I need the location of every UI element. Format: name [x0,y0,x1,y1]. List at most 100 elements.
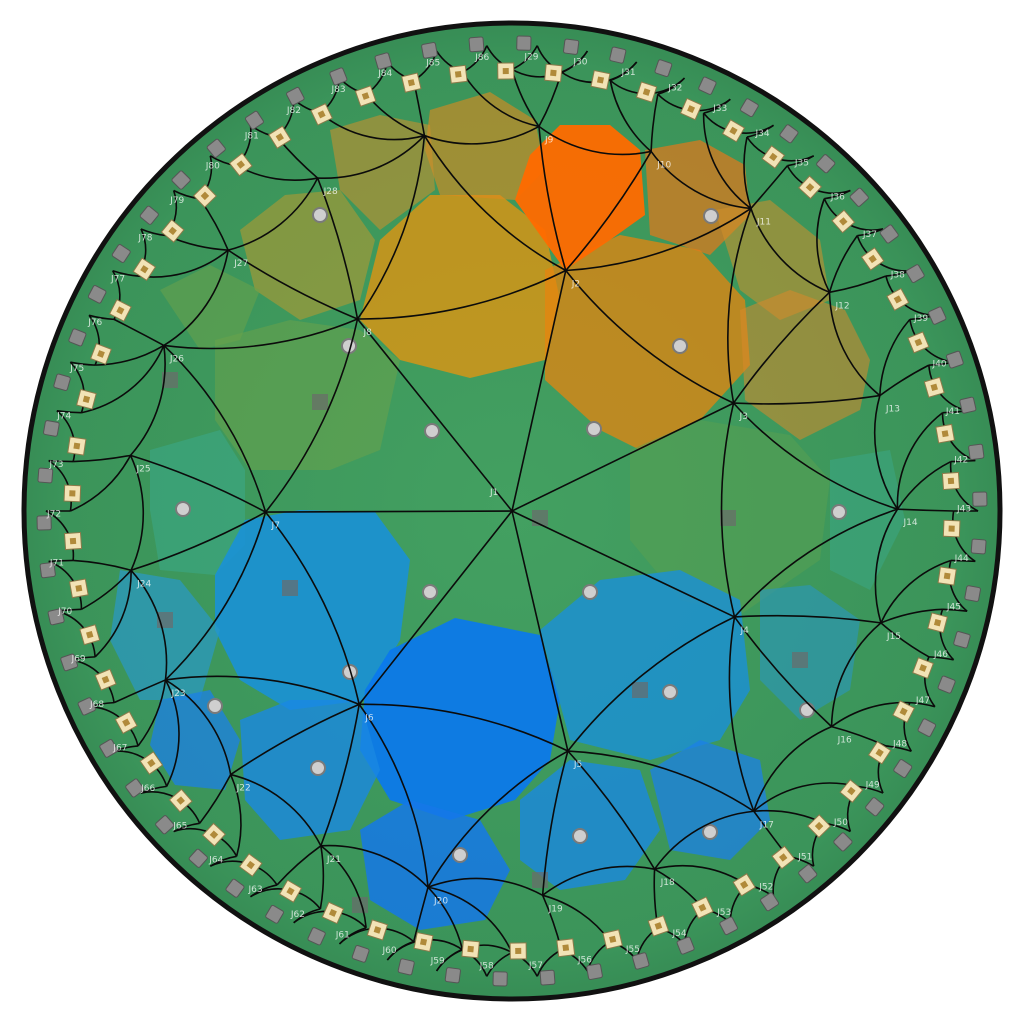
geodesic-ring1-0 [565,270,734,404]
region-left-teal [150,430,245,575]
rim-pad-core [740,880,749,889]
geodesic-r4r3a-43 [45,510,75,561]
rim-connector [36,515,52,531]
geodesic-r3r2-45 [95,344,165,366]
rim-pad-core [868,254,877,264]
rim-connector [865,797,885,817]
geodesic-ring1-1 [720,402,736,618]
region-blue-low-left [150,690,240,790]
geodesic-ring1-6 [357,269,567,320]
geodesic-r4r3b-15 [950,559,976,563]
rim-pad-label: J43 [956,505,971,515]
geodesic-r3r2-2 [609,80,652,153]
geodesic-r3r2-41 [73,559,132,572]
inner-node-label: J23 [170,689,185,699]
geodesic-r4r3b-45 [56,410,82,414]
rim-connector [698,76,717,95]
rim-pad-core [454,70,462,78]
geodesic-r2r1-12 [320,704,360,847]
inner-node-label: J15 [886,632,901,642]
rim-pad-core [407,79,415,87]
rim-pad-core [550,69,557,77]
geodesic-r2r1b-5 [732,402,898,510]
screw-hole [452,847,468,863]
geodesic-r4r3b-1 [561,50,589,73]
geodesic-r2r1-6 [734,614,882,624]
rim-pad-label: J35 [794,159,809,169]
screw-hole [831,504,847,520]
rim-pad-label: J44 [954,554,969,564]
geodesic-r3r2-33 [276,845,322,886]
rim-connector [87,285,107,304]
geodesic-ring2-16 [129,345,166,456]
ic-chip [352,897,368,913]
screw-hole [582,584,598,600]
geodesic-r4r3b-17 [928,656,954,661]
region-left-olive [215,320,400,470]
geodesic-r2r1-15 [130,511,266,572]
rim-pad-core [246,860,255,870]
rim-connector [351,944,370,963]
geodesic-r4r3a-14 [949,461,979,512]
rim-pad-core [814,821,824,831]
rim-connector [917,718,937,737]
rim-pad-label: J62 [290,910,305,920]
rim-connector [959,396,977,414]
rim-pad-label: J79 [169,196,184,206]
rim-pad-label: J29 [523,53,538,63]
geodesic-r4r3b-47 [88,314,115,321]
rim-connector [468,36,485,53]
rim-connector [286,86,305,106]
rim-pad-core [779,853,788,862]
rim-connector [68,328,87,347]
screw-hole [175,501,191,517]
inner-node-label: J11 [756,217,771,227]
rim-connector [563,38,580,55]
rim-connector [47,608,65,626]
geodesic-r4r3b-18 [909,701,936,708]
rim-connector [374,52,392,70]
geodesic-ring2-11 [320,844,429,888]
geodesic-r3r2-8 [828,235,858,293]
geodesic-ring2-5 [874,508,899,624]
rim-pad-label: J76 [87,318,102,328]
screw-hole [312,207,328,223]
rim-pad-label: J80 [205,162,220,172]
geodesic-ring2-14 [130,569,168,681]
rim-connector [779,124,799,144]
geodesic-ring1-5 [264,318,359,513]
rim-connector [265,904,284,924]
rim-connector [225,878,245,898]
geodesic-r4r3b-3 [657,77,686,95]
rim-pad-core [930,383,938,392]
geodesic-r4r3a-13 [941,412,976,462]
rim-pad-core [69,537,77,545]
rim-pad-core [147,758,156,768]
rim-pad-label: J37 [862,230,877,240]
inner-node-label: J4 [740,626,750,636]
inner-node-label: J10 [656,160,671,170]
rim-pad-core [317,110,326,119]
rim-pad-core [941,430,949,438]
rim-pad-core [73,442,81,450]
geodesic-ring2-10 [427,877,544,897]
inner-node-label: J24 [136,579,151,589]
rim-pad-core [328,908,337,917]
region-blue-bottom-right [520,760,660,890]
geodesic-ring2-2 [750,208,830,294]
rim-pad-label: J86 [474,53,489,63]
inner-node-label: J6 [364,713,374,723]
inner-node-label: J28 [323,187,338,197]
geodesic-r3r2-10 [879,318,911,396]
rim-connector [760,892,779,912]
region-left-olive-upper [160,265,260,350]
geodesic-r4r3b-34 [249,884,278,898]
geodesic-r3r2-9 [829,275,887,294]
ic-chip [282,580,298,596]
rim-connector [798,864,818,884]
rim-pad-core [176,796,185,805]
geodesic-r3r2-20 [753,782,858,812]
rim-pad-core [914,338,923,347]
rim-pad-label: J70 [57,607,72,617]
